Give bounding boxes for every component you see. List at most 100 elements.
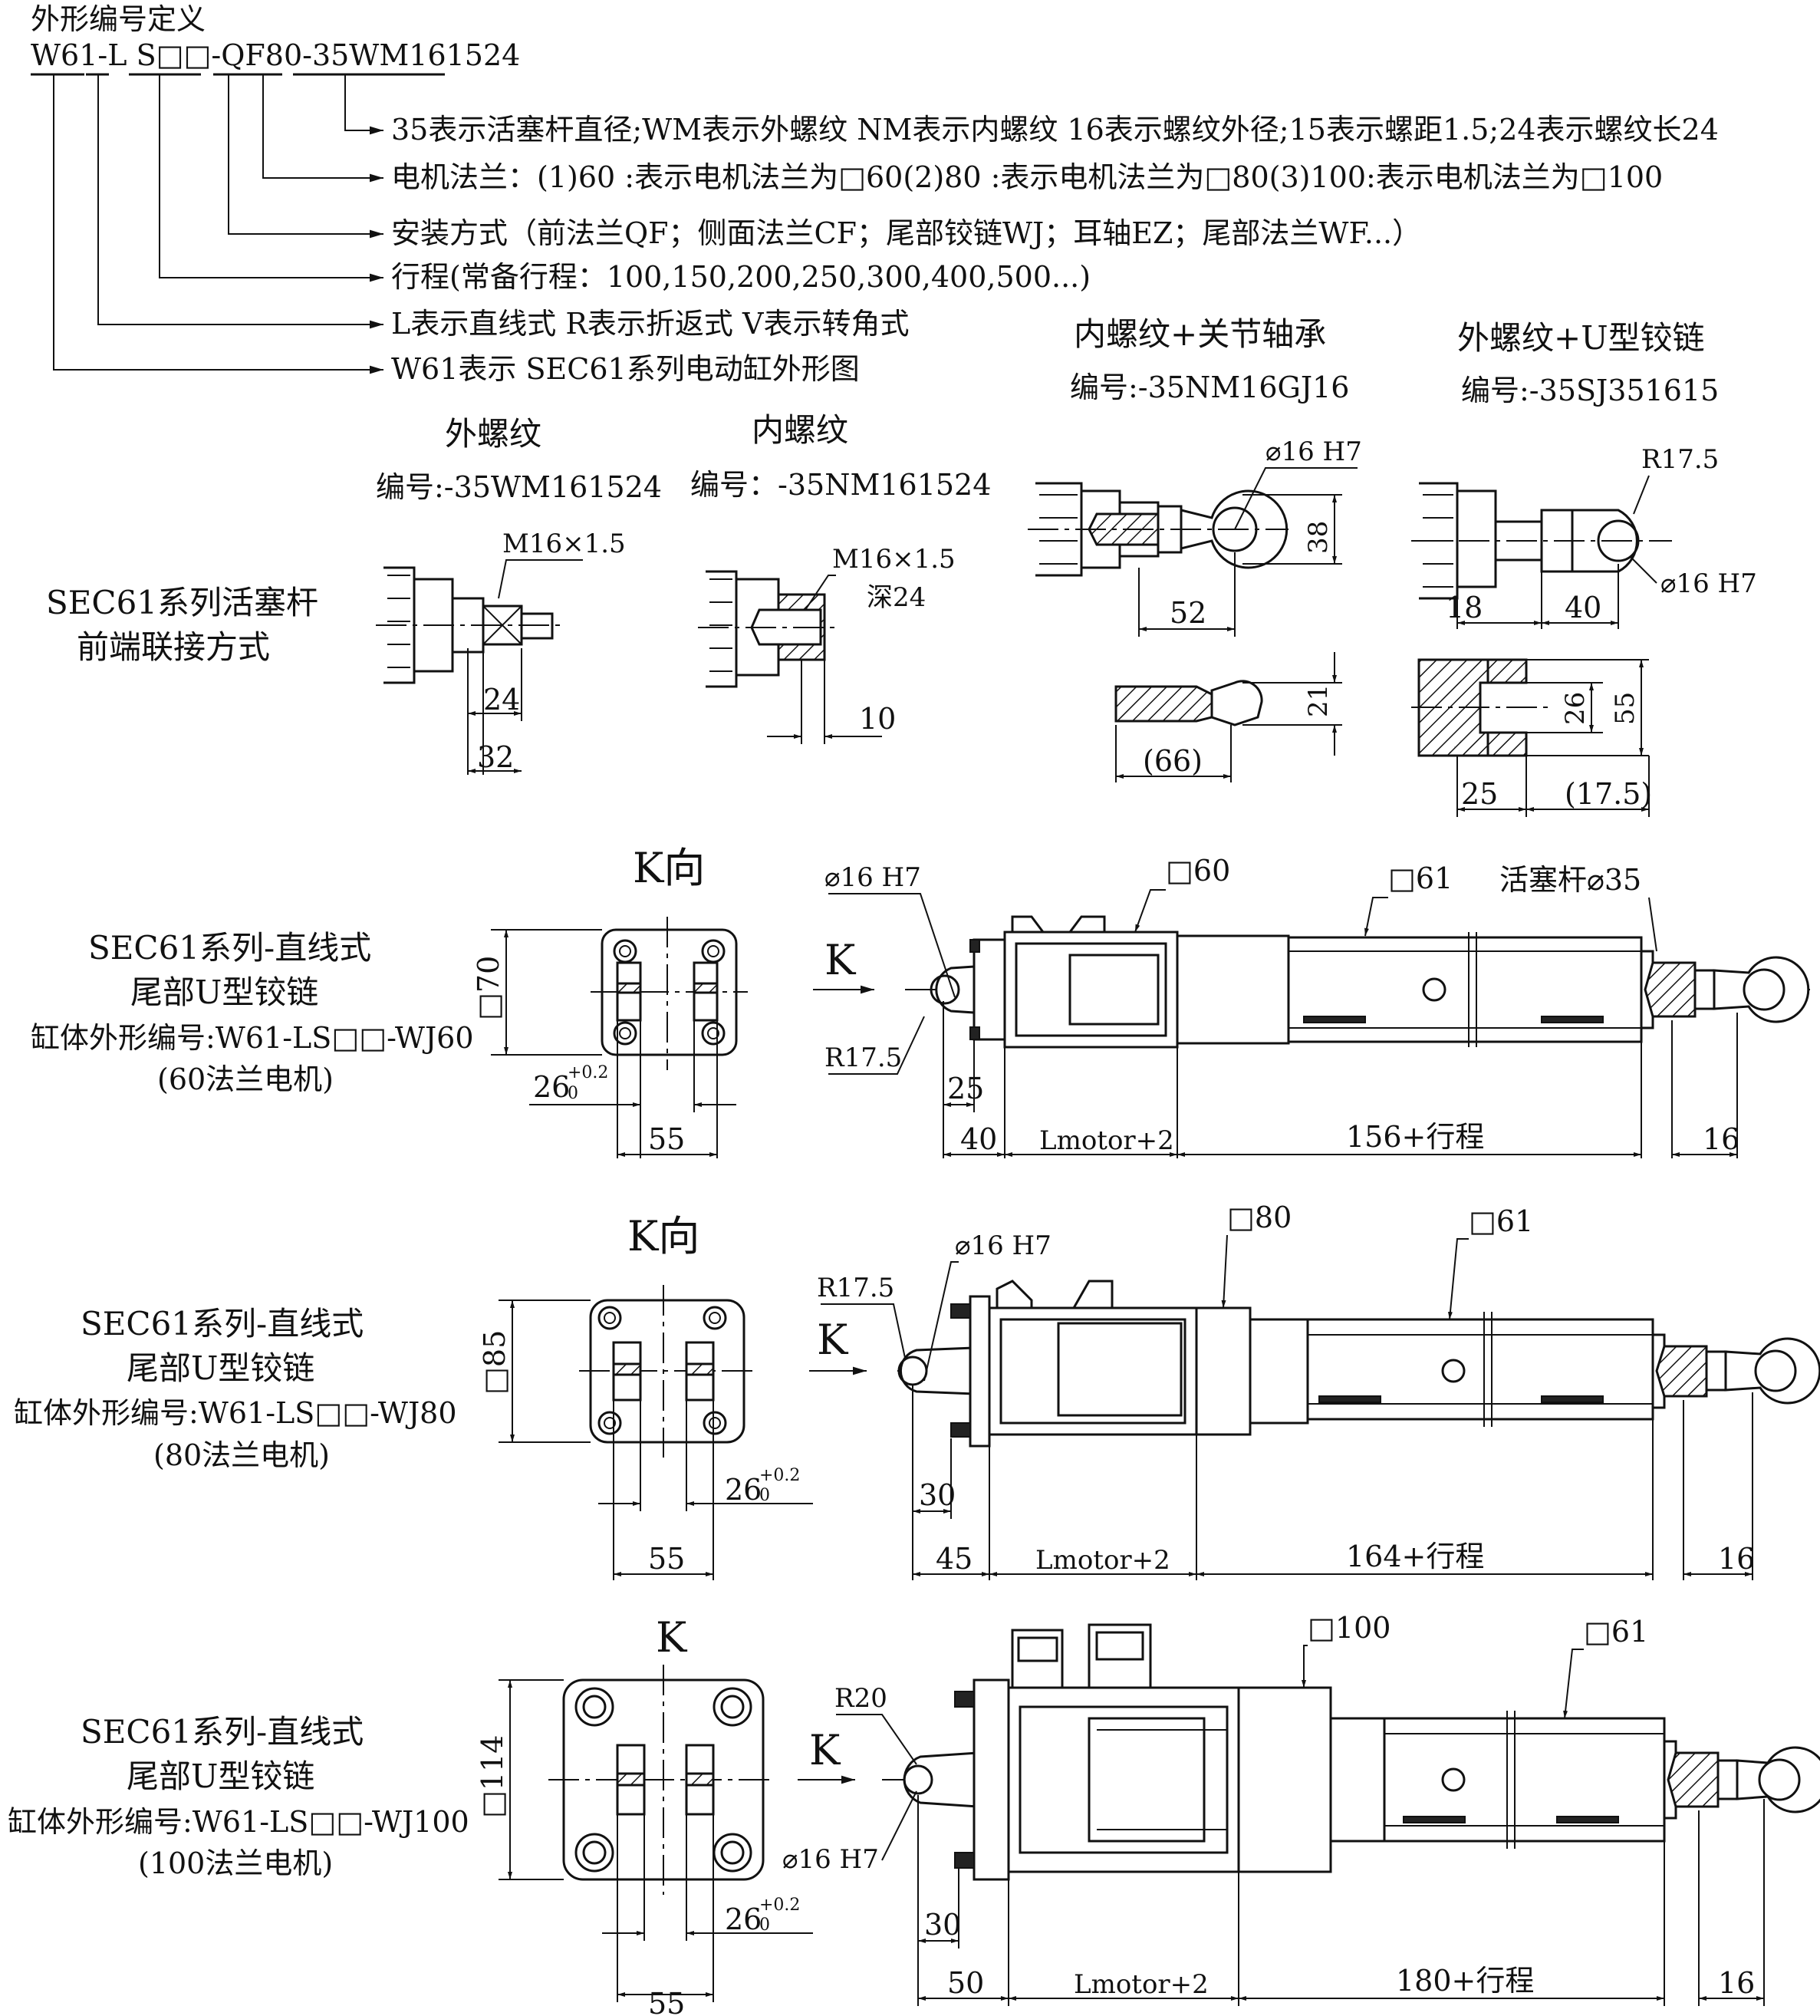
v1-subtitle: 尾部U型铰链 xyxy=(130,973,318,1011)
v3-width: 55 xyxy=(648,1987,685,2016)
v3-title: SEC61系列-直线式 xyxy=(81,1713,364,1751)
v2-dim-hinge: 30 xyxy=(919,1478,956,1512)
v2-bore: ⌀16 H7 xyxy=(955,1230,1052,1261)
ext-thread-code: 编号:-35WM161524 xyxy=(376,470,662,504)
rod-end-section: SEC61系列活塞杆 前端联接方式 外螺纹 编号:-35WM161524 M16… xyxy=(46,315,1757,817)
v2-slot: 26 xyxy=(725,1473,762,1507)
eye-dim-21: 21 xyxy=(1303,684,1334,717)
v2-dim-end: 16 xyxy=(1718,1542,1755,1576)
v1-dim-a: 40 xyxy=(960,1122,997,1156)
v3-subtitle: 尾部U型铰链 xyxy=(127,1757,314,1795)
v1-k-arrow: K xyxy=(824,936,857,984)
v2-motor-len: Lmotor+2 xyxy=(1035,1545,1170,1576)
v1-k-label: K向 xyxy=(633,844,705,892)
ext-thread-title: 外螺纹 xyxy=(445,415,541,453)
v2-radius: R17.5 xyxy=(817,1273,894,1303)
internal-thread-detail: 内螺纹 编号：-35NM161524 M16×1.5 深24 10 xyxy=(690,411,991,744)
eye-title: 内螺纹+关节轴承 xyxy=(1074,315,1326,353)
v1-title: SEC61系列-直线式 xyxy=(88,929,371,967)
int-thread-spec: M16×1.5 xyxy=(832,544,956,575)
v3-radius: R20 xyxy=(834,1683,887,1714)
v1-radius: R17.5 xyxy=(824,1043,902,1073)
v1-tol: +0.2 xyxy=(568,1063,608,1082)
v1-square: □70 xyxy=(472,956,505,1020)
v2-dim-a: 45 xyxy=(936,1542,973,1576)
clevis-dim-25: 25 xyxy=(1461,777,1498,811)
v1-motor-len: Lmotor+2 xyxy=(1039,1125,1174,1156)
v3-bore: ⌀16 H7 xyxy=(782,1844,879,1875)
v3-dim-a: 50 xyxy=(947,1966,984,2000)
ext-dim-b: 32 xyxy=(477,740,514,774)
v2-title: SEC61系列-直线式 xyxy=(81,1305,364,1342)
v2-square: □85 xyxy=(478,1330,512,1395)
int-thread-depth: 深24 xyxy=(867,582,926,613)
code-string: W61-L S□□-QF80-35WM161524 xyxy=(31,38,520,72)
v3-motor-flange: □100 xyxy=(1308,1611,1391,1645)
v1-dim-hinge: 25 xyxy=(947,1072,984,1105)
v3-note: (100法兰电机) xyxy=(138,1846,333,1880)
v1-dim-end: 16 xyxy=(1703,1122,1739,1156)
v3-code: 缸体外形编号:W61-LS□□-WJ100 xyxy=(8,1805,469,1839)
ext-thread-spec: M16×1.5 xyxy=(502,529,626,559)
v3-motor-len: Lmotor+2 xyxy=(1074,1969,1209,2000)
v2-k-label: K向 xyxy=(627,1212,699,1260)
v2-tol: +0.2 xyxy=(759,1466,800,1485)
code-explain-2: 电机法兰：(1)60 :表示电机法兰为□60(2)80 :表示电机法兰为□80(… xyxy=(391,160,1663,194)
clevis-code: 编号:-35SJ351615 xyxy=(1461,374,1719,407)
int-dim: 10 xyxy=(859,702,896,736)
v2-body-len: 164+行程 xyxy=(1346,1540,1484,1573)
int-thread-code: 编号：-35NM161524 xyxy=(690,468,991,502)
clevis-radius: R17.5 xyxy=(1641,444,1719,475)
v2-code: 缸体外形编号:W61-LS□□-WJ80 xyxy=(14,1396,457,1430)
v3-slot: 26 xyxy=(725,1902,762,1936)
v1-slot: 26 xyxy=(533,1070,570,1104)
v1-rod: 活塞杆⌀35 xyxy=(1499,863,1641,897)
v3-tol0: 0 xyxy=(759,1916,770,1935)
variant-60: SEC61系列-直线式 尾部U型铰链 缸体外形编号:W61-LS□□-WJ60 … xyxy=(31,844,1810,1158)
eye-bore: ⌀16 H7 xyxy=(1265,436,1362,467)
v2-tol0: 0 xyxy=(759,1486,770,1505)
code-heading: 外形编号定义 xyxy=(31,2,206,36)
code-explain-1: 35表示活塞杆直径;WM表示外螺纹 NM表示内螺纹 16表示螺纹外径;15表示螺… xyxy=(391,113,1719,147)
v2-tube: □61 xyxy=(1469,1204,1533,1238)
variant-80: SEC61系列-直线式 尾部U型铰链 缸体外形编号:W61-LS□□-WJ80 … xyxy=(14,1201,1820,1580)
ext-dim-a: 24 xyxy=(483,683,520,716)
v2-width: 55 xyxy=(648,1542,685,1576)
v2-subtitle: 尾部U型铰链 xyxy=(127,1349,314,1387)
int-thread-title: 内螺纹 xyxy=(752,411,848,449)
clevis-detail: 外螺纹+U型铰链 编号:-35SJ351615 R17.5 ⌀16 H7 18 … xyxy=(1411,319,1757,817)
clevis-dim-55: 55 xyxy=(1610,692,1641,725)
v3-k-arrow: K xyxy=(809,1726,841,1774)
v1-note: (60法兰电机) xyxy=(157,1062,334,1096)
clevis-dim-40: 40 xyxy=(1565,591,1601,624)
clevis-dim-175: (17.5) xyxy=(1565,777,1652,811)
v3-k-label: K xyxy=(656,1613,688,1662)
code-explain-3: 安装方式（前法兰QF；侧面法兰CF；尾部铰链WJ；耳轴EZ；尾部法兰WF...） xyxy=(391,216,1421,250)
v1-motor-flange: □60 xyxy=(1166,854,1230,888)
code-explain-5: L表示直线式 R表示折返式 V表示转角式 xyxy=(391,307,909,341)
v2-note: (80法兰电机) xyxy=(153,1438,330,1472)
v2-motor-flange: □80 xyxy=(1227,1201,1292,1234)
v1-width: 55 xyxy=(648,1122,685,1156)
eye-dim-66: (66) xyxy=(1143,744,1203,778)
v3-tube: □61 xyxy=(1584,1615,1648,1649)
clevis-dim-26: 26 xyxy=(1560,692,1591,725)
v1-body-len: 156+行程 xyxy=(1346,1120,1484,1154)
v3-body-len: 180+行程 xyxy=(1396,1964,1534,1998)
v1-tol0: 0 xyxy=(568,1084,578,1103)
eye-dim-38: 38 xyxy=(1303,521,1334,554)
v3-square: □114 xyxy=(476,1735,509,1818)
v1-bore: ⌀16 H7 xyxy=(824,862,921,893)
v1-code: 缸体外形编号:W61-LS□□-WJ60 xyxy=(31,1021,474,1055)
v3-tol: +0.2 xyxy=(759,1896,800,1915)
external-thread-detail: 外螺纹 编号:-35WM161524 M16×1.5 24 32 xyxy=(376,415,662,775)
rod-end-title-2: 前端联接方式 xyxy=(77,628,270,666)
v3-dim-end: 16 xyxy=(1718,1966,1755,2000)
variant-100: SEC61系列-直线式 尾部U型铰链 缸体外形编号:W61-LS□□-WJ100… xyxy=(8,1611,1820,2016)
code-explain-4: 行程(常备行程：100,150,200,250,300,400,500...) xyxy=(391,260,1091,294)
rod-end-title-1: SEC61系列活塞杆 xyxy=(46,584,318,621)
v2-k-arrow: K xyxy=(817,1316,849,1364)
clevis-bore: ⌀16 H7 xyxy=(1660,568,1757,599)
clevis-title: 外螺纹+U型铰链 xyxy=(1457,319,1705,357)
